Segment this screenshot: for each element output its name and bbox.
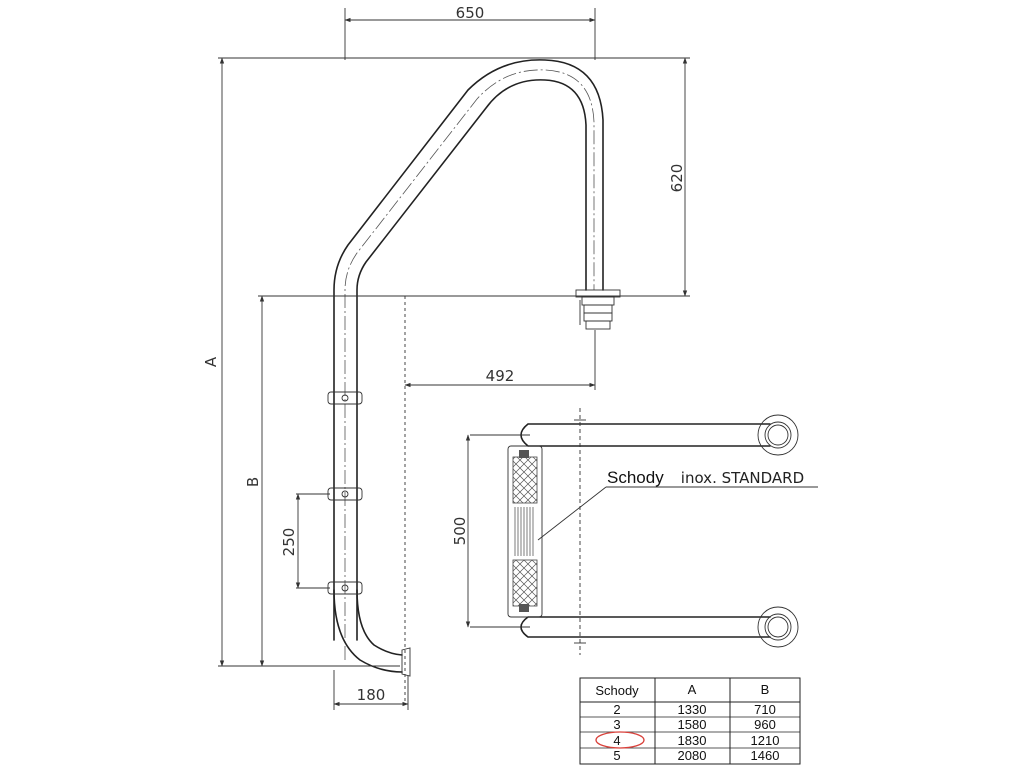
dim-492: 492 xyxy=(486,367,515,385)
side-view: 650 620 A B 492 250 180 xyxy=(202,4,690,710)
dim-500: 500 xyxy=(451,517,469,546)
table-cell: 1830 xyxy=(678,733,707,748)
tube-axis xyxy=(344,69,595,660)
top-rail-lower xyxy=(520,616,771,638)
dim-250: 250 xyxy=(280,528,298,557)
bottom-foot xyxy=(401,647,411,677)
bottom-curve-inner xyxy=(356,589,403,656)
callout-leader xyxy=(537,486,607,541)
table-cell: 1330 xyxy=(678,702,707,717)
dim-650: 650 xyxy=(456,4,485,22)
step-tread xyxy=(507,445,543,618)
table-cell: 960 xyxy=(754,717,776,732)
rail-flange-lower xyxy=(757,606,799,648)
dim-B: B xyxy=(244,477,262,487)
table-header-b: B xyxy=(761,682,770,697)
table-cell: 2 xyxy=(613,702,620,717)
anchor-fitting xyxy=(575,289,621,330)
callout-rest: inox. STANDARD xyxy=(681,469,804,487)
handrail-tube-inner xyxy=(356,79,587,641)
bottom-curve-outer xyxy=(333,589,403,673)
handrail-tube-outer xyxy=(333,59,604,641)
table-cell: 4 xyxy=(613,733,620,748)
dim-180: 180 xyxy=(357,686,386,704)
callout-text: Schody inox. STANDARD xyxy=(607,468,804,487)
table-cell: 1460 xyxy=(751,748,780,763)
top-rail-upper xyxy=(520,423,771,447)
table-cell: 5 xyxy=(613,748,620,763)
top-view: 500 Schody inox. STANDARD xyxy=(451,408,818,655)
table-cell: 1210 xyxy=(751,733,780,748)
dim-620: 620 xyxy=(668,164,686,193)
highlight-ellipse xyxy=(595,731,645,749)
table-cell: 2080 xyxy=(678,748,707,763)
table-cell: 710 xyxy=(754,702,776,717)
rail-flange-upper xyxy=(757,414,799,456)
dimension-table: Schody A B 2 1330 710 3 1580 960 4 1830 … xyxy=(579,677,801,765)
table-cell: 3 xyxy=(613,717,620,732)
table-cell: 1580 xyxy=(678,717,707,732)
table-header-a: A xyxy=(688,682,697,697)
callout-main: Schody xyxy=(607,468,664,487)
dim-A: A xyxy=(202,356,220,367)
table-header-schody: Schody xyxy=(595,683,639,698)
